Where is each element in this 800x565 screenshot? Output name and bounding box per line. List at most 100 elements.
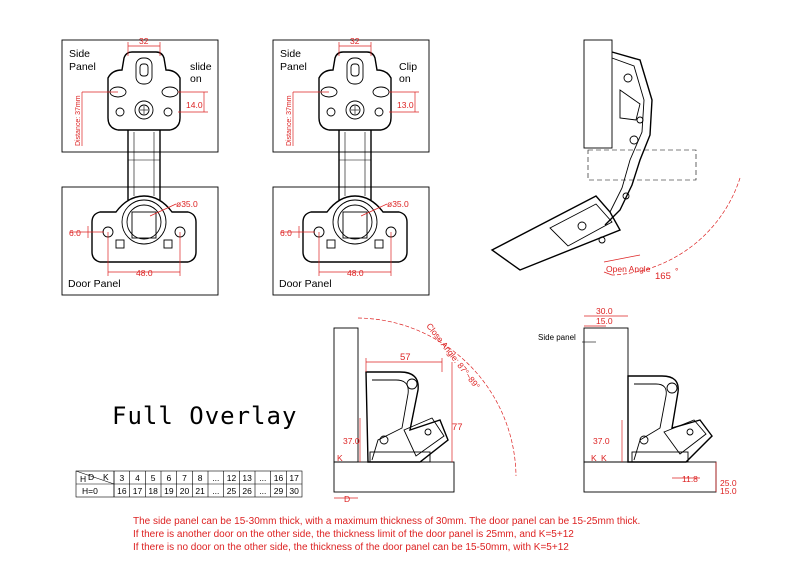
dim-15b: 15.0 xyxy=(720,486,737,496)
dim-30: 30.0 xyxy=(596,306,613,316)
adjust-screw xyxy=(134,100,154,120)
page-title: Full Overlay xyxy=(112,402,297,430)
dim-77: 77 xyxy=(452,422,463,433)
table-k-cell: 12 xyxy=(227,473,237,483)
side-panel-view xyxy=(582,315,717,493)
dim-25: 25.0 xyxy=(720,478,737,488)
side-panel-rect xyxy=(272,39,430,153)
hinge-body xyxy=(627,375,713,463)
table-k-cell: ... xyxy=(259,473,266,483)
mode-label-1: Clip xyxy=(399,61,417,73)
dim-11-8: 11.8 xyxy=(682,474,698,484)
hinge-cup xyxy=(332,199,378,245)
cup-plate xyxy=(91,195,197,263)
table-h-cell: 20 xyxy=(180,486,190,496)
table-k-cell: 8 xyxy=(198,473,203,483)
side-panel-label-2: Panel xyxy=(280,61,307,73)
table-k-cell: 17 xyxy=(289,473,299,483)
distance-label: Distance: 37mm xyxy=(286,95,293,146)
plate-hole-right xyxy=(161,86,179,98)
table-row-label: H=0 xyxy=(82,486,98,496)
hinge-body xyxy=(365,371,449,463)
k-h-table xyxy=(75,470,303,498)
screw-right xyxy=(163,107,173,117)
table-h-cell: ... xyxy=(212,486,219,496)
mounting-plate xyxy=(318,51,392,131)
dim-37: 37.0 xyxy=(593,436,610,446)
closed-door-ghost xyxy=(587,149,697,181)
note-3: If there is no door on the other side, t… xyxy=(133,542,569,553)
table-k-cell: 4 xyxy=(135,473,140,483)
open-cup xyxy=(549,203,613,247)
side-panel xyxy=(583,39,613,149)
d-label: D xyxy=(344,494,350,504)
table-h-cell: 29 xyxy=(274,486,284,496)
door-panel xyxy=(333,461,455,493)
mode-label-2: on xyxy=(190,73,202,85)
clip-on-diagram xyxy=(272,39,430,296)
dim-57: 57 xyxy=(400,352,411,363)
open-door xyxy=(490,195,621,271)
bottom-dim: 48.0 xyxy=(347,268,364,278)
side-panel-view-labels: Side panel 30.0 15.0 37.0 K K 11.8 25.0 … xyxy=(538,306,737,496)
door-panel-label: Door Panel xyxy=(279,278,332,290)
door-panel-label: Door Panel xyxy=(68,278,121,290)
screw-left xyxy=(115,107,125,117)
hinge-cup-inner xyxy=(126,204,162,240)
mode-label-2: on xyxy=(399,73,411,85)
side-panel-label-1: Side xyxy=(69,48,90,60)
table-cells: D K H H=0 316417518619720821......122513… xyxy=(80,471,299,497)
adjust-screw-inner xyxy=(138,104,150,116)
open-angle-value: 165 xyxy=(655,271,671,282)
table-k-cell: 5 xyxy=(151,473,156,483)
close-angle-diagram xyxy=(333,317,517,499)
table-corner-d: D xyxy=(88,472,94,482)
table-k-cell: ... xyxy=(212,473,219,483)
slide-on-diagram xyxy=(61,39,219,296)
table-k-cell: 6 xyxy=(166,473,171,483)
width-dim: 32 xyxy=(139,36,149,46)
table-h-cell: ... xyxy=(259,486,266,496)
clip-slot xyxy=(346,57,364,85)
open-angle-label: Open Angle 165 ° xyxy=(606,264,678,282)
open-angle-unit: ° xyxy=(675,266,678,276)
table-h-cell: 21 xyxy=(195,486,205,496)
bottom-dim: 48.0 xyxy=(136,268,153,278)
table-corner-h: H xyxy=(80,474,86,484)
table-h-cell: 16 xyxy=(117,486,127,496)
dim-15: 15.0 xyxy=(596,316,613,326)
side-panel-label: Side panel xyxy=(538,333,576,342)
hinge-arm-outline xyxy=(604,51,653,226)
distance-label: Distance: 37mm xyxy=(75,95,82,146)
close-angle-arc xyxy=(357,317,517,477)
slide-on-labels: Side Panel slide on 32 14.0 Distance: 37… xyxy=(68,36,212,290)
cup-dim: ø35.0 xyxy=(176,199,198,209)
note-2: If there is another door on the other si… xyxy=(133,529,574,540)
close-angle-text: Close Angle: 87°~89° xyxy=(424,321,482,391)
cup-dim: ø35.0 xyxy=(387,199,409,209)
table-h-cell: 25 xyxy=(227,486,237,496)
table-k-cell: 3 xyxy=(119,473,124,483)
dim-37: 37.0 xyxy=(343,436,360,446)
table-h-cell: 30 xyxy=(289,486,299,496)
open-angle-text: Open Angle xyxy=(606,264,651,274)
cup-plate xyxy=(302,195,408,263)
table-h-cell: 26 xyxy=(242,486,252,496)
k-label-1: K xyxy=(591,453,597,463)
table-h-cell: 17 xyxy=(133,486,143,496)
k-label-2: K xyxy=(601,453,607,463)
hinge-cup xyxy=(121,199,167,245)
slide-slot-inner xyxy=(139,63,149,77)
slide-slot xyxy=(135,57,153,85)
close-angle-labels: Close Angle: 87°~89° 57 77 37.0 K D xyxy=(337,321,482,504)
note-1: The side panel can be 15-30mm thick, wit… xyxy=(133,516,641,527)
width-dim: 32 xyxy=(350,36,360,46)
edge-dim: 6.0 xyxy=(69,228,81,238)
clip-on-labels: Side Panel Clip on 32 13.0 Distance: 37m… xyxy=(279,36,417,290)
side-panel-rect xyxy=(61,39,219,153)
door-panel-rect xyxy=(272,186,430,296)
k-label: K xyxy=(337,453,343,463)
side-dim: 14.0 xyxy=(186,100,203,110)
side-panel-label-1: Side xyxy=(280,48,301,60)
